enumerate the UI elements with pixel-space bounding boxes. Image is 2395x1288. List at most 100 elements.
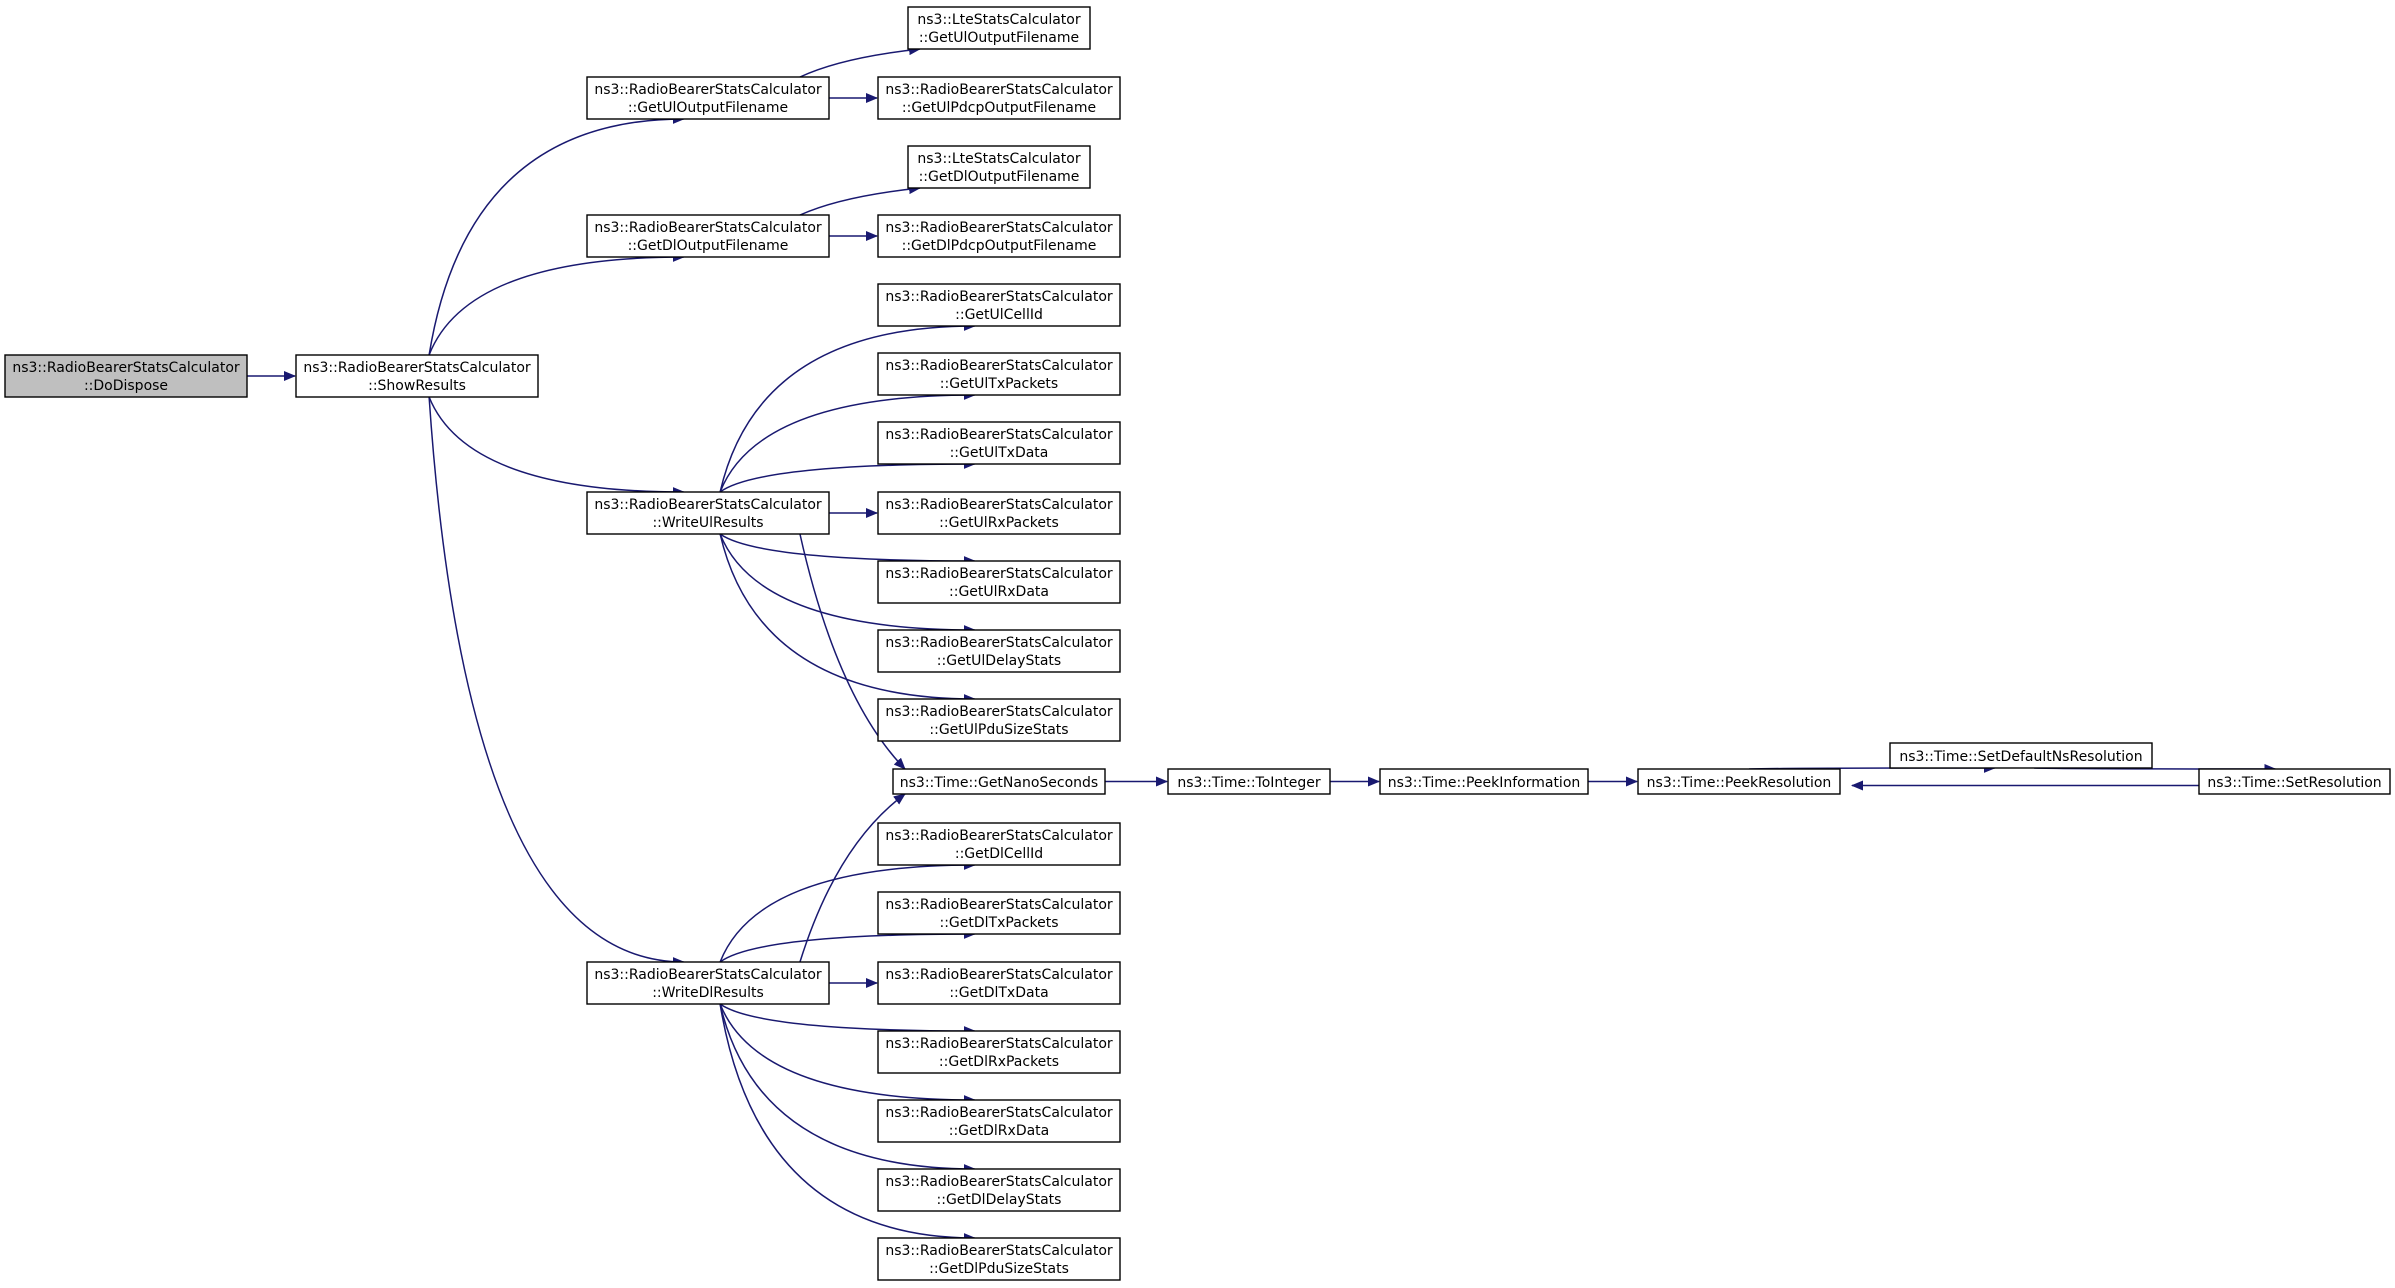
node-label-line1: ns3::RadioBearerStatsCalculator	[885, 82, 1113, 98]
node-label-line2: ::GetDlCellId	[955, 846, 1043, 862]
edge-writeulresults-to-getulcellid	[719, 321, 976, 493]
node-label-line2: ::GetDlDelayStats	[937, 1192, 1062, 1208]
node-showresults[interactable]: ns3::RadioBearerStatsCalculator ::ShowRe…	[295, 354, 539, 398]
node-lte-getuloutput[interactable]: ns3::LteStatsCalculator ::GetUlOutputFil…	[907, 6, 1091, 50]
node-label-line2: ::GetDlPduSizeStats	[929, 1261, 1069, 1277]
edge-showresults-to-getdloutput	[428, 252, 685, 356]
node-label-line2: ::GetDlTxPackets	[940, 915, 1059, 931]
edge-showresults-to-writedlresults	[428, 396, 685, 967]
node-label-line1: ns3::RadioBearerStatsCalculator	[885, 1105, 1113, 1121]
node-label-line2: ::WriteDlResults	[652, 985, 764, 1001]
node-label-line2: ::GetUlRxPackets	[939, 515, 1059, 531]
node-lte-getdloutput[interactable]: ns3::LteStatsCalculator ::GetDlOutputFil…	[907, 145, 1091, 189]
node-dodispose[interactable]: ns3::RadioBearerStatsCalculator ::DoDisp…	[4, 354, 248, 398]
node-getdldelaystats[interactable]: ns3::RadioBearerStatsCalculator ::GetDlD…	[877, 1168, 1121, 1212]
node-setdefaultnsresolution[interactable]: ns3::Time::SetDefaultNsResolution	[1889, 742, 2153, 769]
node-getuldelaystats[interactable]: ns3::RadioBearerStatsCalculator ::GetUlD…	[877, 629, 1121, 673]
node-getdlcellid[interactable]: ns3::RadioBearerStatsCalculator ::GetDlC…	[877, 822, 1121, 866]
node-getuloutput[interactable]: ns3::RadioBearerStatsCalculator ::GetUlO…	[586, 76, 830, 120]
node-peekresolution[interactable]: ns3::Time::PeekResolution	[1637, 768, 1841, 795]
node-label-line1: ns3::RadioBearerStatsCalculator	[885, 427, 1113, 443]
node-label-line2: ::GetDlOutputFilename	[919, 169, 1080, 185]
edge-writedlresults-to-getdlrxpackets	[719, 1003, 976, 1036]
node-label-line2: ::GetUlOutputFilename	[628, 100, 788, 116]
edge-writedlresults-to-getdltxpackets	[719, 929, 976, 963]
node-label-line1: ns3::RadioBearerStatsCalculator	[885, 566, 1113, 582]
node-label: ns3::Time::SetDefaultNsResolution	[1899, 749, 2142, 765]
node-getdlrxdata[interactable]: ns3::RadioBearerStatsCalculator ::GetDlR…	[877, 1099, 1121, 1143]
edge-writedlresults-to-getdldelaystats	[719, 1003, 976, 1174]
node-label-line1: ns3::RadioBearerStatsCalculator	[12, 360, 240, 376]
node-setresolution[interactable]: ns3::Time::SetResolution	[2198, 768, 2391, 795]
node-label-line1: ns3::RadioBearerStatsCalculator	[885, 358, 1113, 374]
node-getdlrxpackets[interactable]: ns3::RadioBearerStatsCalculator ::GetDlR…	[877, 1030, 1121, 1074]
node-label-line1: ns3::RadioBearerStatsCalculator	[885, 828, 1113, 844]
node-label: ns3::Time::PeekResolution	[1647, 775, 1832, 791]
node-label-line2: ::DoDispose	[84, 378, 168, 394]
node-getulcellid[interactable]: ns3::RadioBearerStatsCalculator ::GetUlC…	[877, 283, 1121, 327]
node-label-line2: ::GetUlPduSizeStats	[929, 722, 1068, 738]
nodes: ns3::RadioBearerStatsCalculator ::DoDisp…	[4, 6, 2391, 1281]
node-label-line1: ns3::RadioBearerStatsCalculator	[885, 897, 1113, 913]
edge-writedlresults-to-getdlcellid	[719, 860, 976, 963]
node-getultxpackets[interactable]: ns3::RadioBearerStatsCalculator ::GetUlT…	[877, 352, 1121, 396]
node-label-line1: ns3::RadioBearerStatsCalculator	[885, 1243, 1113, 1259]
node-label-line2: ::GetUlOutputFilename	[919, 30, 1079, 46]
edge-writedlresults-to-getdlrxdata	[719, 1003, 976, 1105]
node-label-line2: ::GetUlTxPackets	[940, 376, 1058, 392]
node-label-line1: ns3::RadioBearerStatsCalculator	[885, 967, 1113, 983]
node-label-line1: ns3::RadioBearerStatsCalculator	[885, 704, 1113, 720]
node-getdlpdusizestats[interactable]: ns3::RadioBearerStatsCalculator ::GetDlP…	[877, 1237, 1121, 1281]
node-getulpdcpoutput[interactable]: ns3::RadioBearerStatsCalculator ::GetUlP…	[877, 76, 1121, 120]
node-getulrxdata[interactable]: ns3::RadioBearerStatsCalculator ::GetUlR…	[877, 560, 1121, 604]
node-label: ns3::Time::SetResolution	[2207, 775, 2381, 791]
node-getdltxpackets[interactable]: ns3::RadioBearerStatsCalculator ::GetDlT…	[877, 891, 1121, 935]
node-label-line1: ns3::RadioBearerStatsCalculator	[885, 1036, 1113, 1052]
edges	[247, 45, 2277, 1243]
node-label-line1: ns3::RadioBearerStatsCalculator	[594, 220, 822, 236]
node-getultxdata[interactable]: ns3::RadioBearerStatsCalculator ::GetUlT…	[877, 421, 1121, 465]
edge-writedlresults-to-getnanoseconds	[799, 793, 906, 963]
node-label-line2: ::GetDlOutputFilename	[628, 238, 789, 254]
node-label: ns3::Time::PeekInformation	[1388, 775, 1581, 791]
edge-getuloutput-to-lte_getuloutput	[799, 45, 921, 78]
node-label-line2: ::GetUlCellId	[955, 307, 1043, 323]
node-label-line2: ::ShowResults	[368, 378, 466, 394]
node-label-line1: ns3::RadioBearerStatsCalculator	[594, 497, 822, 513]
node-label-line1: ns3::RadioBearerStatsCalculator	[885, 1174, 1113, 1190]
node-peekinformation[interactable]: ns3::Time::PeekInformation	[1379, 768, 1589, 795]
node-label-line2: ::GetDlRxData	[949, 1123, 1050, 1139]
edge-writeulresults-to-getulpdusizestats	[719, 533, 976, 704]
node-getdloutput[interactable]: ns3::RadioBearerStatsCalculator ::GetDlO…	[586, 214, 830, 258]
edge-getdloutput-to-lte_getdloutput	[799, 184, 921, 216]
node-writedlresults[interactable]: ns3::RadioBearerStatsCalculator ::WriteD…	[586, 961, 830, 1005]
node-label-line1: ns3::LteStatsCalculator	[917, 151, 1080, 167]
node-label-line1: ns3::RadioBearerStatsCalculator	[885, 220, 1113, 236]
edge-writeulresults-to-getnanoseconds	[799, 533, 906, 770]
edge-writedlresults-to-getdlpdusizestats	[719, 1003, 976, 1243]
node-label-line2: ::GetDlPdcpOutputFilename	[902, 238, 1097, 254]
node-getdlpdcpoutput[interactable]: ns3::RadioBearerStatsCalculator ::GetDlP…	[877, 214, 1121, 258]
edge-showresults-to-getuloutput	[428, 114, 685, 356]
node-label-line1: ns3::RadioBearerStatsCalculator	[303, 360, 531, 376]
edge-showresults-to-writeulresults	[428, 396, 685, 497]
edge-writeulresults-to-getuldelaystats	[719, 533, 976, 635]
node-getulrxpackets[interactable]: ns3::RadioBearerStatsCalculator ::GetUlR…	[877, 491, 1121, 535]
node-label: ns3::Time::ToInteger	[1177, 775, 1321, 791]
node-label-line1: ns3::RadioBearerStatsCalculator	[594, 967, 822, 983]
node-getdltxdata[interactable]: ns3::RadioBearerStatsCalculator ::GetDlT…	[877, 961, 1121, 1005]
node-label-line1: ns3::RadioBearerStatsCalculator	[885, 497, 1113, 513]
node-label-line2: ::GetUlDelayStats	[937, 653, 1061, 669]
node-label-line2: ::GetUlRxData	[949, 584, 1049, 600]
node-getulpdusizestats[interactable]: ns3::RadioBearerStatsCalculator ::GetUlP…	[877, 698, 1121, 742]
node-tointeger[interactable]: ns3::Time::ToInteger	[1167, 768, 1331, 795]
node-label-line2: ::GetUlTxData	[950, 445, 1049, 461]
node-label-line1: ns3::RadioBearerStatsCalculator	[885, 635, 1113, 651]
node-writeulresults[interactable]: ns3::RadioBearerStatsCalculator ::WriteU…	[586, 491, 830, 535]
node-label-line1: ns3::LteStatsCalculator	[917, 12, 1080, 28]
node-label-line2: ::GetDlTxData	[949, 985, 1048, 1001]
node-getnanoseconds[interactable]: ns3::Time::GetNanoSeconds	[892, 768, 1106, 795]
edge-writeulresults-to-getultxdata	[719, 459, 976, 493]
node-label-line2: ::GetDlRxPackets	[939, 1054, 1059, 1070]
